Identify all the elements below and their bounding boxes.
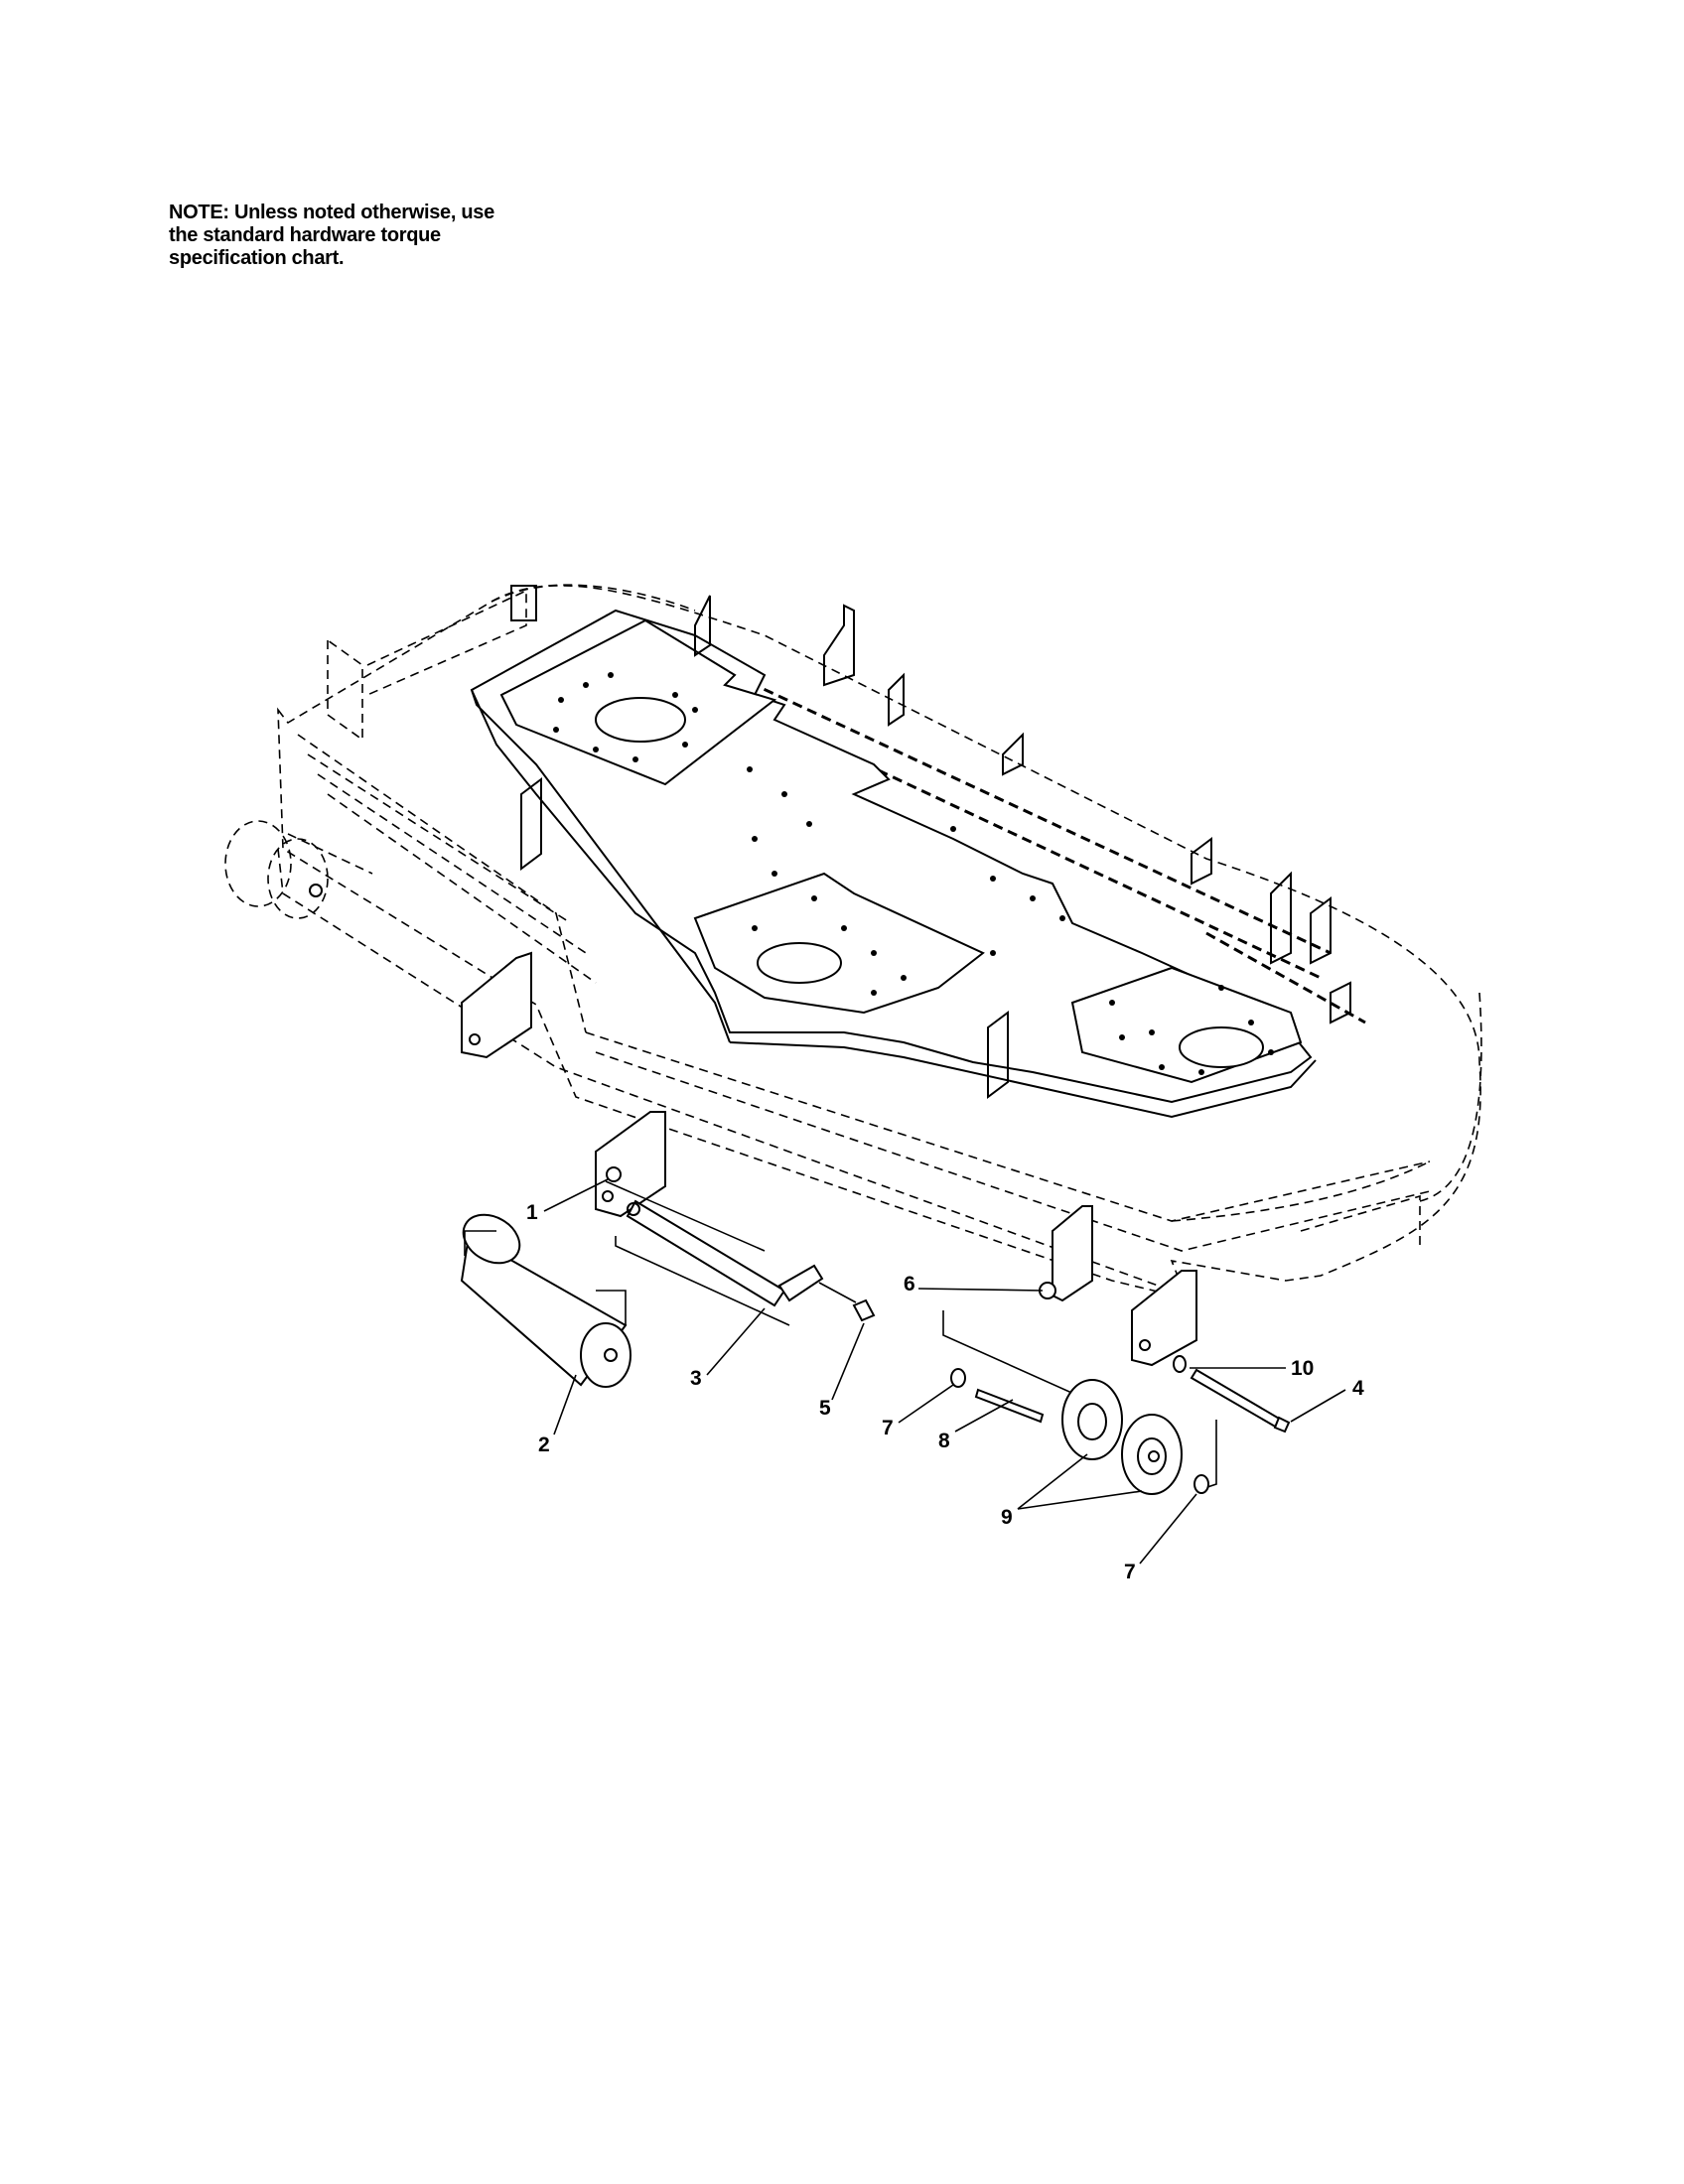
callout-6: 6 <box>904 1273 915 1296</box>
nut-part-1 <box>606 1166 622 1182</box>
callout-leaders <box>543 1178 1346 1565</box>
deck-top-plate <box>470 609 1317 1119</box>
note-line-1: NOTE: Unless noted otherwise, use <box>169 202 494 223</box>
callout-2: 2 <box>538 1433 550 1456</box>
note-line-2: the standard hardware torque <box>169 224 441 246</box>
callout-9: 9 <box>1001 1506 1013 1529</box>
callout-labels: 1 2 3 5 6 7 8 9 7 10 4 <box>526 1201 1364 1583</box>
front-brackets <box>461 951 1197 1367</box>
callout-4: 4 <box>1352 1377 1364 1400</box>
left-caster-assembly <box>224 820 373 919</box>
rear-brackets <box>520 595 1351 1099</box>
bolt-part-5 <box>818 1282 876 1322</box>
note-line-3: specification chart. <box>169 247 345 269</box>
pivot-pin-assembly <box>1173 1355 1291 1433</box>
callout-1: 1 <box>526 1201 538 1224</box>
callout-7-left: 7 <box>882 1417 894 1439</box>
callout-3: 3 <box>690 1367 702 1390</box>
callout-7-right: 7 <box>1124 1561 1136 1583</box>
callout-8: 8 <box>938 1430 950 1452</box>
roller-shaft <box>605 1180 824 1326</box>
front-roller <box>460 1213 632 1388</box>
callout-5: 5 <box>819 1397 831 1420</box>
callout-10: 10 <box>1291 1357 1314 1380</box>
torque-note: NOTE: Unless noted otherwise, use the st… <box>169 202 566 270</box>
